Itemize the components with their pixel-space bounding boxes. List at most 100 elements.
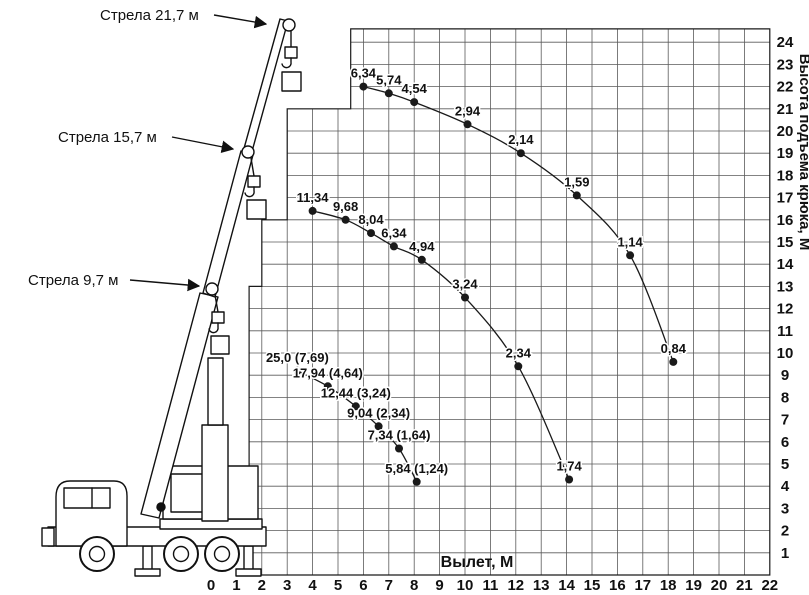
luffing-cylinder-upper [207, 357, 224, 426]
data-point-label: 1,14 [617, 234, 643, 249]
x-tick-label: 13 [533, 577, 550, 594]
data-point [384, 89, 393, 98]
cab-window [63, 487, 111, 509]
hook-block [284, 46, 298, 59]
data-point [516, 149, 525, 158]
y-tick-label: 14 [777, 256, 794, 273]
y-tick-label: 8 [781, 389, 789, 406]
data-point [572, 191, 581, 200]
wheel-rear-1 [163, 536, 199, 572]
hook-icon [244, 186, 255, 198]
data-point-label: 6,34 [381, 225, 407, 240]
hook-block [247, 175, 261, 188]
y-tick-label: 15 [777, 234, 794, 251]
x-tick-label: 7 [385, 577, 393, 594]
data-point-label: 9,04 (2,34) [347, 405, 410, 420]
outrigger-front-leg [142, 545, 153, 571]
wheel-front [79, 536, 115, 572]
x-tick-label: 20 [711, 577, 728, 594]
y-tick-label: 7 [781, 412, 789, 429]
series-curve [363, 85, 674, 363]
x-tick-label: 9 [435, 577, 443, 594]
data-point [412, 477, 421, 486]
outrigger-front-pad [134, 568, 161, 577]
hoist-rope [250, 157, 255, 177]
y-tick-label: 1 [781, 545, 789, 562]
data-point-label: 8,04 [358, 212, 384, 227]
data-point-label: 6,34 [351, 66, 377, 81]
data-point-label: 4,54 [402, 81, 428, 96]
data-point-label: 0,84 [661, 341, 687, 356]
boom-label-arrow-9-7 [129, 278, 201, 292]
data-point [293, 366, 302, 375]
data-point-label: 2,14 [508, 132, 534, 147]
data-point [395, 444, 403, 453]
boom-label-21-7: Стрела 21,7 м [100, 7, 199, 24]
boom-head-15-7 [241, 145, 267, 220]
sheave-icon [205, 282, 219, 296]
grid-border [248, 28, 771, 576]
front-bumper [41, 527, 55, 547]
y-tick-label: 6 [781, 434, 789, 451]
y-tick-label: 5 [781, 456, 789, 473]
x-tick-label: 12 [507, 577, 524, 594]
data-point [389, 242, 398, 251]
y-tick-label: 17 [777, 190, 794, 207]
data-point-label: 2,94 [455, 103, 481, 118]
luffing-cylinder-lower [201, 424, 229, 522]
data-point [461, 293, 469, 302]
y-tick-label: 10 [777, 345, 794, 362]
boom-callouts: Стрела 21,7 м Стрела 15,7 м Стрела 9,7 м [28, 7, 268, 292]
y-tick-label: 11 [777, 323, 793, 340]
x-tick-label: 18 [660, 577, 677, 594]
boom-head-9-7 [205, 282, 230, 355]
boom-label-9-7: Стрела 9,7 м [28, 272, 118, 289]
data-point [341, 215, 350, 224]
data-point-label: 1,59 [564, 174, 589, 189]
data-point-label: 1,74 [556, 459, 582, 474]
y-tick-label: 24 [777, 34, 794, 51]
data-point-label: 4,94 [409, 239, 435, 254]
boom-section-top [242, 18, 289, 156]
data-point [463, 120, 472, 129]
load-square [246, 199, 267, 220]
hook-icon [281, 57, 292, 69]
boom-label-arrow-21-7 [213, 14, 268, 29]
x-axis-title: Вылет, М [441, 554, 514, 571]
y-tick-label: 23 [777, 56, 794, 73]
y-tick-label: 3 [781, 500, 789, 517]
x-tick-label: 8 [410, 577, 418, 594]
hook-block [211, 311, 225, 324]
data-point [565, 475, 574, 484]
x-tick-label: 19 [685, 577, 702, 594]
x-tick-label: 10 [457, 577, 474, 594]
load-square [281, 71, 302, 92]
outrigger-rear-pad [235, 568, 262, 577]
data-point [351, 402, 360, 411]
x-tick-label: 6 [359, 577, 367, 594]
data-point-label: 5,74 [376, 72, 402, 87]
data-point-label: 9,68 [333, 199, 358, 214]
x-tick-label: 5 [334, 577, 342, 594]
y-tick-label: 22 [777, 79, 794, 96]
y-axis-title: Высота подъема крюка, М [796, 54, 809, 251]
y-tick-label: 4 [781, 478, 790, 495]
hoist-rope [214, 294, 219, 313]
x-tick-label: 0 [207, 577, 215, 594]
data-point [626, 251, 635, 260]
data-point-label: 3,24 [452, 277, 478, 292]
boom-pivot [156, 502, 166, 512]
data-point [308, 206, 317, 215]
data-point-label: 2,34 [506, 345, 532, 360]
load-square [210, 335, 230, 355]
data-point-label: 5,84 (1,24) [385, 461, 448, 476]
sheave-icon [241, 145, 255, 159]
data-point [359, 82, 368, 91]
y-tick-label: 2 [781, 523, 789, 540]
boom-label-15-7: Стрела 15,7 м [58, 129, 157, 146]
